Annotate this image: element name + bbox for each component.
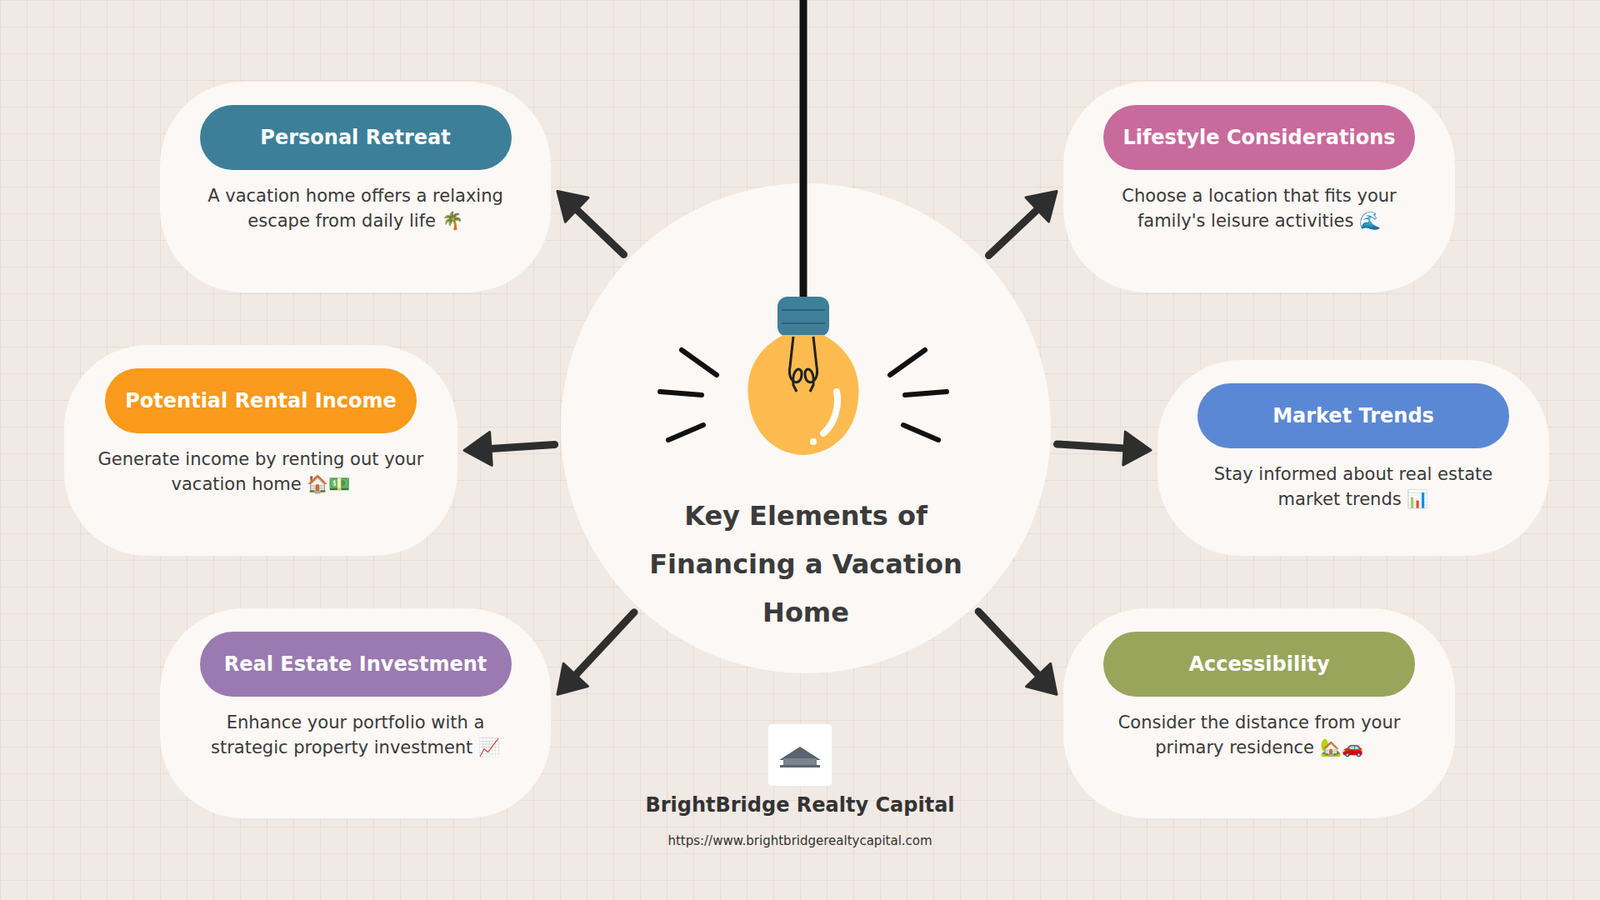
topic-heading: Accessibility [1103,631,1415,697]
topic-heading: Market Trends [1197,383,1510,449]
company-url: https://www.brightbridgerealtycapital.co… [550,833,1050,849]
topic-description: Consider the distance from your primary … [1092,710,1426,760]
arrow-connector [464,431,555,465]
topic-description: Enhance your portfolio with a strategic … [189,710,523,760]
arrow-head [464,431,492,465]
arrow-line [573,612,635,678]
arrow-connector [557,612,635,695]
arrow-connector [978,611,1057,695]
topic-description: Stay informed about real estate market t… [1186,461,1520,512]
arrow-line [1056,444,1128,449]
topic-heading: Personal Retreat [200,105,512,170]
arrow-connector [988,191,1057,256]
topic-description: A vacation home offers a relaxing escape… [189,183,523,234]
topic-heading: Lifestyle Considerations [1103,105,1415,170]
arrow-connector [1056,431,1151,465]
topic-card: Lifestyle ConsiderationsChoose a locatio… [1063,81,1455,293]
topic-card: AccessibilityConsider the distance from … [1063,608,1455,819]
arrow-head [1123,431,1151,465]
topic-description: Choose a location that fits your family'… [1092,183,1426,234]
arrow-line [978,611,1041,678]
arrow-head [1025,191,1057,223]
topic-description: Generate income by renting out your vaca… [94,446,428,497]
arrow-connector [557,191,625,255]
topic-heading: Potential Rental Income [105,368,417,434]
topic-card: Potential Rental IncomeGenerate income b… [64,345,458,556]
company-name: BrightBridge Realty Capital [633,793,967,817]
arrow-head [1025,663,1057,695]
diagram-title: Key Elements of Financing a Vacation Hom… [630,491,981,637]
arrow-line [574,207,624,255]
light-bulb [660,0,947,455]
arrow-head [557,663,588,695]
topic-heading: Real Estate Investment [200,631,512,697]
arrow-line [487,444,555,449]
center-circle: Key Elements of Financing a Vacation Hom… [560,183,1051,674]
topic-card: Market TrendsStay informed about real es… [1157,360,1550,556]
arrow-head [557,191,589,223]
topic-card: Real Estate InvestmentEnhance your portf… [160,608,551,819]
company-logo [768,724,832,786]
topic-card: Personal Retreat A vacation home offers a… [160,81,551,293]
arrow-line [988,207,1040,256]
